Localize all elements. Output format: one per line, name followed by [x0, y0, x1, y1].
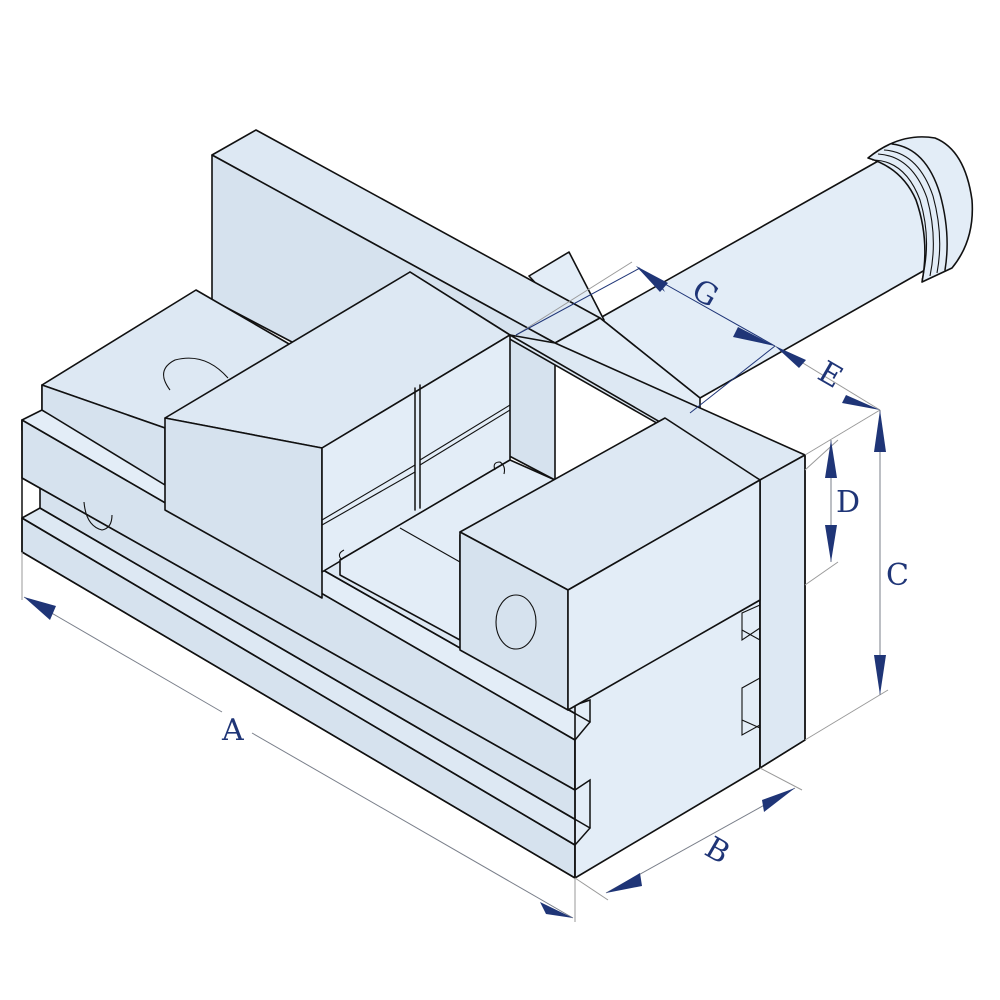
- dim-label-e: E: [812, 355, 848, 396]
- dim-label-c: C: [886, 558, 909, 593]
- dim-label-a: A: [221, 713, 244, 748]
- relief-notch-upper: [163, 357, 229, 391]
- dim-label-d: D: [836, 485, 860, 520]
- dimension-e: E: [774, 345, 881, 411]
- lead-screw-shaft: [599, 136, 974, 399]
- dimension-c: C: [804, 409, 909, 741]
- bolt-hole-icon: [495, 594, 537, 650]
- screw-end-cap-icon: [867, 136, 974, 283]
- relief-notch-lower: [83, 501, 113, 531]
- vise-base: [21, 384, 761, 879]
- dimension-a: A: [21, 552, 576, 922]
- dimension-d: D: [804, 439, 860, 586]
- moving-jaw-block: [164, 271, 511, 599]
- dim-label-b: B: [699, 830, 736, 871]
- fixed-jaw-block: [459, 417, 761, 711]
